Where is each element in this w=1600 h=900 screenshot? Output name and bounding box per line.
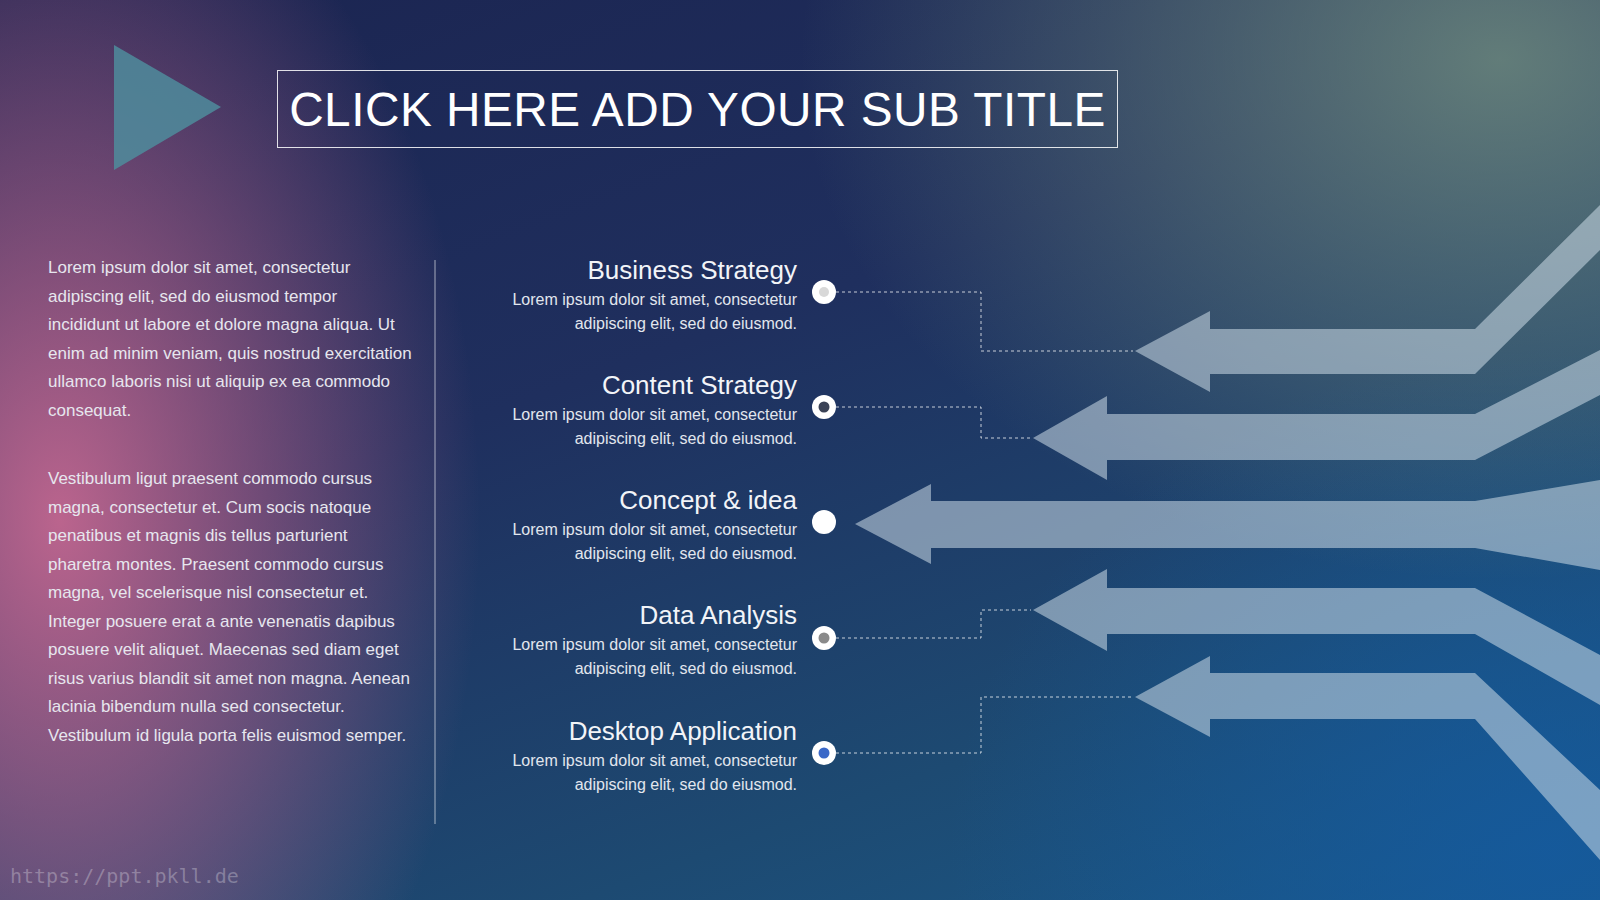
item-heading: Business Strategy — [467, 254, 797, 286]
divider-line — [435, 260, 436, 824]
strategy-item: Data AnalysisLorem ipsum dolor sit amet,… — [467, 599, 797, 681]
item-description: Lorem ipsum dolor sit amet, consectetur … — [467, 288, 797, 336]
arrow-shape — [1033, 350, 1600, 480]
item-heading: Concept & idea — [467, 484, 797, 516]
marker-dot — [819, 287, 829, 297]
marker-dot — [812, 626, 836, 650]
leader-line — [836, 610, 1031, 638]
strategy-item: Concept & ideaLorem ipsum dolor sit amet… — [467, 484, 797, 566]
item-heading: Data Analysis — [467, 599, 797, 631]
strategy-item: Desktop ApplicationLorem ipsum dolor sit… — [467, 715, 797, 797]
marker-dot — [819, 633, 830, 644]
item-description: Lorem ipsum dolor sit amet, consectetur … — [467, 518, 797, 566]
arrow-shape — [855, 480, 1600, 570]
marker-dot — [812, 395, 836, 419]
item-description: Lorem ipsum dolor sit amet, consectetur … — [467, 633, 797, 681]
marker-dot — [812, 741, 836, 765]
leader-line — [836, 697, 1133, 753]
marker-dot — [812, 280, 836, 304]
leader-line — [836, 407, 1031, 438]
accent-triangle — [114, 45, 221, 170]
arrow-shape — [1135, 656, 1600, 860]
strategy-item: Business StrategyLorem ipsum dolor sit a… — [467, 254, 797, 336]
item-heading: Content Strategy — [467, 369, 797, 401]
watermark: https://ppt.pkll.de — [10, 864, 239, 888]
marker-dot — [819, 748, 830, 759]
title-box: CLICK HERE ADD YOUR SUB TITLE — [277, 70, 1118, 148]
slide-title: CLICK HERE ADD YOUR SUB TITLE — [289, 82, 1106, 137]
body-paragraph: Vestibulum ligut praesent commodo cursus… — [48, 465, 413, 750]
strategy-item: Content StrategyLorem ipsum dolor sit am… — [467, 369, 797, 451]
item-heading: Desktop Application — [467, 715, 797, 747]
body-paragraph: Lorem ipsum dolor sit amet, consectetur … — [48, 254, 413, 425]
item-description: Lorem ipsum dolor sit amet, consectetur … — [467, 749, 797, 797]
item-description: Lorem ipsum dolor sit amet, consectetur … — [467, 403, 797, 451]
arrow-shape — [1135, 205, 1600, 392]
marker-dot — [819, 402, 830, 413]
leader-line — [836, 292, 1133, 351]
marker-dot — [812, 510, 836, 534]
